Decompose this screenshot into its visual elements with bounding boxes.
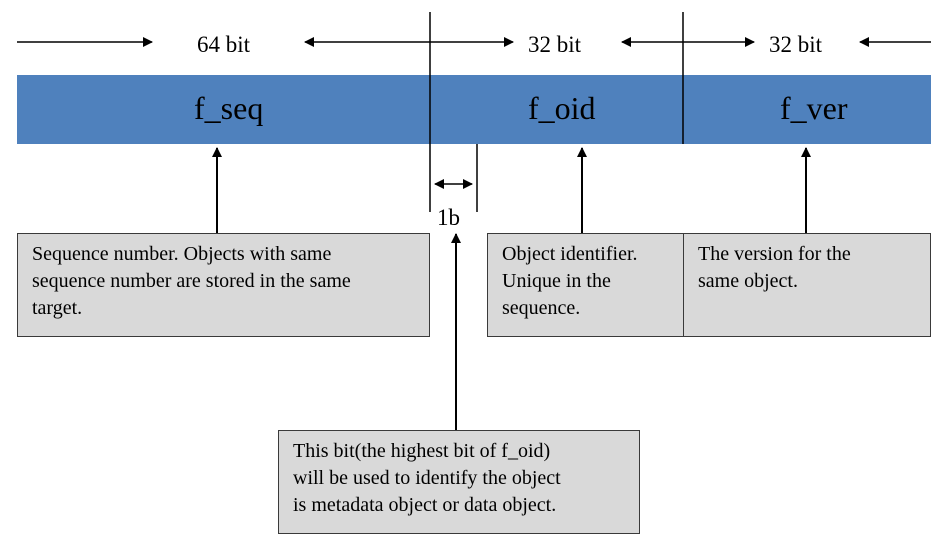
note-high-bit-line-3: is metadata object or data object. (293, 494, 557, 516)
note-seq-line-1: Sequence number. Objects with same (32, 243, 332, 265)
note-box-seq: Sequence number. Objects with same seque… (17, 233, 430, 337)
field-ver-name: f_ver (780, 90, 848, 126)
note-oid-line-3: sequence. (502, 297, 581, 319)
field-seq-name: f_seq (194, 90, 264, 126)
field-bar (17, 75, 931, 144)
oid-width-label: 32 bit (528, 32, 582, 57)
note-box-oid: Object identifier. Unique in the sequenc… (487, 233, 684, 337)
seq-width-label: 64 bit (197, 32, 251, 57)
ver-width-label: 32 bit (769, 32, 823, 57)
note-high-bit-line-1: This bit(the highest bit of f_oid) (293, 440, 551, 462)
note-oid-line-2: Unique in the (502, 270, 611, 292)
note-seq-line-2: sequence number are stored in the same (32, 270, 351, 292)
note-high-bit-line-2: will be used to identify the object (293, 467, 561, 489)
field-oid-name: f_oid (528, 90, 596, 126)
note-box-ver: The version for the same object. (683, 233, 931, 337)
note-oid-line-1: Object identifier. (502, 243, 638, 265)
note-box-high-bit: This bit(the highest bit of f_oid) will … (278, 430, 640, 534)
note-ver-line-2: same object. (698, 270, 798, 292)
note-seq-line-3: target. (32, 297, 83, 319)
note-ver-line-1: The version for the (698, 243, 851, 265)
high-bit-label: 1b (437, 205, 460, 230)
